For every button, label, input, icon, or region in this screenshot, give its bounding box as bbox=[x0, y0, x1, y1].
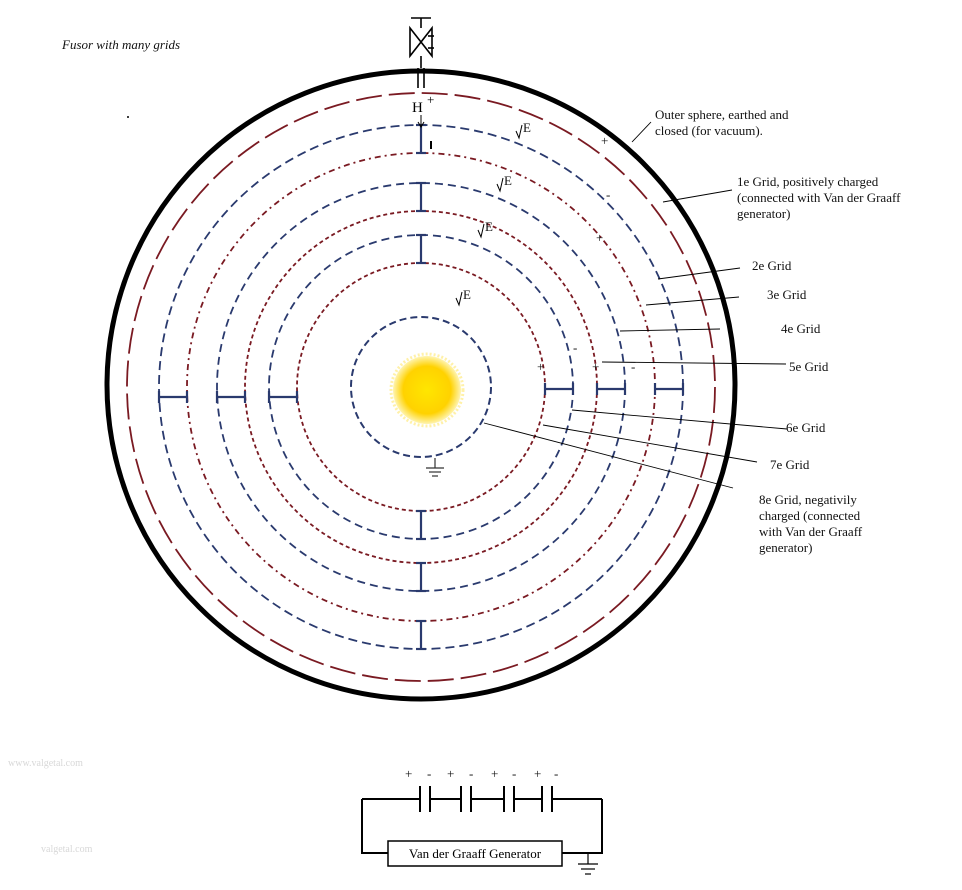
grid-connectors bbox=[157, 123, 685, 651]
capacitor-sign-2: + bbox=[447, 766, 454, 781]
leader-line-5 bbox=[601, 361, 787, 365]
capacitor-sign-1: - bbox=[427, 766, 431, 781]
grid-ring-g8 bbox=[350, 316, 492, 458]
diagram-title: Fusor with many grids bbox=[61, 37, 180, 52]
label-g7: 7e Grid bbox=[770, 457, 810, 472]
label-g2: 2e Grid bbox=[752, 258, 792, 273]
leader-line-6 bbox=[571, 409, 788, 430]
capacitor-sign-6: + bbox=[534, 766, 541, 781]
charge-sign-1: - bbox=[606, 187, 610, 202]
connector-left-0 bbox=[157, 391, 189, 403]
watermark-top: www.valgetal.com bbox=[8, 758, 83, 769]
field-arrow-icon bbox=[496, 177, 504, 193]
capacitor-sign-3: - bbox=[469, 766, 473, 781]
connector-bottom-0 bbox=[416, 619, 426, 651]
capacitor-sign-7: - bbox=[554, 766, 558, 781]
leader-line-7 bbox=[542, 424, 758, 463]
charge-sign-3: - bbox=[573, 340, 577, 355]
grid-ring-g1 bbox=[126, 92, 716, 682]
outer-sphere bbox=[104, 68, 738, 702]
charge-sign-6: - bbox=[631, 359, 635, 374]
connector-right-0 bbox=[653, 383, 685, 395]
plasma-core-glow bbox=[389, 352, 465, 428]
field-symbol: E bbox=[523, 120, 531, 135]
charge-sign-4: + bbox=[537, 359, 544, 374]
capacitor-sign-5: - bbox=[512, 766, 516, 781]
earth-symbol-circuit bbox=[578, 853, 598, 875]
leader-line-8 bbox=[483, 422, 734, 489]
field-marker-0: E bbox=[515, 120, 531, 140]
circuit-wires bbox=[361, 798, 603, 854]
connector-right-2 bbox=[543, 383, 575, 395]
capacitor-signs: +-+-+-+- bbox=[405, 766, 558, 781]
connector-left-2 bbox=[267, 391, 299, 403]
stray-dot bbox=[127, 116, 129, 118]
connector-top-0 bbox=[416, 123, 426, 155]
earth-symbol-center bbox=[426, 458, 444, 477]
inlet-superscript: + bbox=[427, 92, 434, 107]
field-symbol: E bbox=[485, 219, 493, 234]
connector-left-1 bbox=[215, 391, 247, 403]
connector-top-2 bbox=[416, 233, 426, 265]
label-g6: 6e Grid bbox=[786, 420, 826, 435]
capacitor-sign-0: + bbox=[405, 766, 412, 781]
connector-bottom-1 bbox=[416, 561, 426, 593]
label-g4: 4e Grid bbox=[781, 321, 821, 336]
label-g1: 1e Grid, positively charged(connected wi… bbox=[737, 174, 901, 221]
leader-line-0 bbox=[631, 121, 652, 143]
field-marker-3: E bbox=[455, 287, 471, 307]
inlet-label: H bbox=[412, 100, 423, 116]
leader-line-4 bbox=[619, 328, 721, 332]
charge-sign-2: + bbox=[596, 230, 603, 245]
watermark-bottom: valgetal.com bbox=[41, 844, 93, 855]
charge-signs: +-+-++- bbox=[537, 133, 635, 374]
capacitors bbox=[419, 786, 553, 812]
label-g5: 5e Grid bbox=[789, 359, 829, 374]
charge-sign-0: + bbox=[601, 133, 608, 148]
field-marker-2: E bbox=[477, 219, 493, 239]
circuit: +-+-+-+- Van der Graaff Generator bbox=[361, 766, 603, 875]
leader-line-1 bbox=[662, 189, 733, 203]
connector-bottom-2 bbox=[416, 509, 426, 541]
gas-valve-icon bbox=[409, 17, 434, 88]
connector-top-1 bbox=[416, 181, 426, 213]
field-marker-1: E bbox=[496, 173, 512, 193]
field-arrow-icon bbox=[515, 124, 523, 140]
field-arrow-icon bbox=[455, 291, 463, 307]
inlet-arrow-icon bbox=[417, 115, 425, 128]
leader-line-2 bbox=[657, 267, 741, 280]
field-symbol: E bbox=[463, 287, 471, 302]
field-symbol: E bbox=[504, 173, 512, 188]
generator-label: Van der Graaff Generator bbox=[409, 846, 542, 861]
connector-right-1 bbox=[595, 383, 627, 395]
generator-box bbox=[387, 840, 563, 867]
leader-line-3 bbox=[645, 296, 740, 306]
label-leaders bbox=[483, 121, 788, 489]
field-arrow-icon bbox=[477, 223, 485, 239]
charge-sign-5: + bbox=[592, 359, 599, 374]
label-g3: 3e Grid bbox=[767, 287, 807, 302]
capacitor-sign-4: + bbox=[491, 766, 498, 781]
field-markers: E E E E bbox=[455, 120, 531, 307]
plasma-core bbox=[393, 356, 461, 424]
